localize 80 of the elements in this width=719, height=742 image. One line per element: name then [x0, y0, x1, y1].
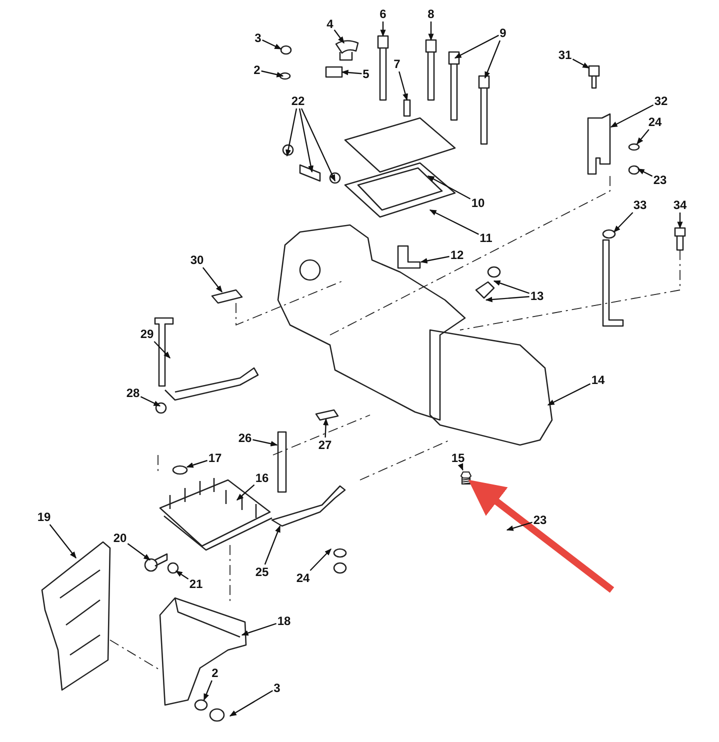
callout-number: 22 — [291, 94, 305, 108]
callout-number: 11 — [480, 232, 492, 244]
callout-number: 19 — [37, 510, 51, 524]
leader-line — [241, 623, 276, 636]
callout-number: 3 — [274, 682, 280, 694]
leader-line — [236, 484, 255, 500]
callout-number: 33 — [633, 198, 647, 212]
leader-line — [341, 70, 362, 76]
pointer-arrow — [468, 480, 614, 593]
leader-line — [636, 129, 650, 145]
callout-number: 31 — [558, 48, 572, 62]
leader-line — [186, 460, 208, 468]
callout-number: 9 — [500, 26, 506, 40]
callout-number: 16 — [255, 472, 269, 484]
leader-line — [637, 168, 653, 177]
leader-line — [203, 680, 212, 701]
leader-line — [454, 34, 499, 59]
leader-line — [202, 267, 222, 293]
callout-number: 23 — [653, 174, 667, 186]
callout-number: 8 — [428, 8, 434, 20]
callout-number: 34 — [673, 198, 687, 212]
leader-line — [485, 296, 530, 302]
callout-number: 2 — [212, 666, 218, 680]
callout-number: 28 — [126, 386, 140, 400]
callout-number: 17 — [208, 452, 222, 464]
callout-number: 12 — [450, 248, 464, 262]
leader-line — [261, 70, 284, 78]
callout-number: 15 — [451, 452, 465, 464]
leader-line — [484, 40, 501, 79]
leader-line — [506, 522, 532, 531]
callout-number: 20 — [113, 532, 127, 544]
callout-number: 21 — [189, 578, 203, 590]
leader-line — [300, 108, 336, 182]
callout-number: 2 — [254, 64, 260, 76]
leader-line — [322, 418, 329, 438]
leader-line — [229, 690, 273, 717]
callout-number: 29 — [140, 328, 154, 340]
leader-line — [140, 396, 161, 407]
leader-line — [458, 463, 464, 471]
callout-number: 3 — [254, 32, 262, 44]
callout-number: 4 — [326, 18, 334, 30]
leader-line — [154, 341, 170, 358]
leader-line — [310, 548, 332, 571]
callout-number: 7 — [394, 58, 400, 70]
leader-line — [286, 108, 298, 157]
leader-line — [420, 256, 450, 264]
callout-number: 23 — [533, 514, 547, 526]
leader-line — [547, 383, 591, 406]
leader-line — [264, 525, 281, 565]
leader-line — [49, 524, 76, 559]
callout-number: 18 — [277, 614, 291, 628]
leader-line — [252, 439, 278, 446]
callout-number: 5 — [362, 68, 370, 80]
callout-number: 30 — [190, 254, 204, 266]
leader-line — [298, 108, 314, 173]
leader-line — [572, 58, 590, 69]
callout-number: 13 — [530, 290, 544, 302]
plug-drawing — [460, 471, 472, 485]
callout-number: 10 — [471, 196, 485, 210]
callout-number: 24 — [296, 572, 310, 584]
leader-line — [334, 30, 344, 44]
leader-line — [127, 543, 151, 560]
callout-number: 14 — [591, 374, 605, 386]
leader-line — [262, 40, 282, 50]
leader-line — [429, 209, 479, 235]
leader-line — [610, 104, 654, 128]
leader-line — [614, 212, 634, 232]
callout-number: 26 — [238, 432, 252, 444]
leader-line — [493, 280, 530, 294]
leader-line — [677, 212, 683, 229]
leader-line — [175, 570, 189, 580]
leader-line — [427, 175, 471, 200]
callout-number: 25 — [255, 566, 269, 578]
leader-line — [380, 22, 386, 37]
leader-line — [398, 71, 408, 101]
callout-number: 24 — [648, 116, 662, 128]
leader-line — [428, 22, 434, 41]
callout-number: 27 — [318, 438, 332, 452]
callout-number: 32 — [654, 94, 668, 108]
callout-number: 6 — [380, 8, 386, 20]
